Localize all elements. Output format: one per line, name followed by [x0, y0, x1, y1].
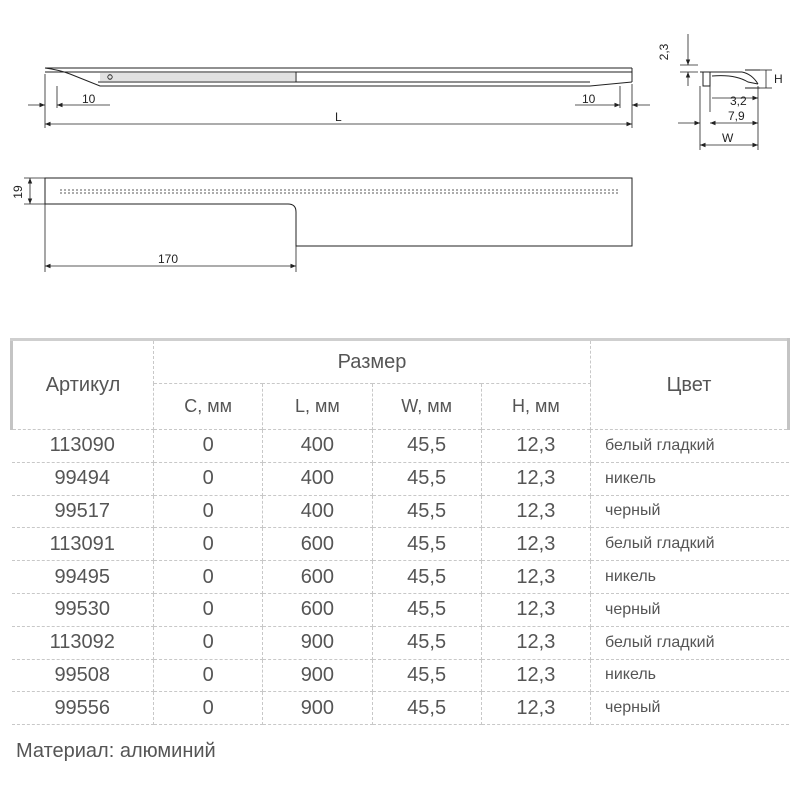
dim-L: L	[335, 110, 342, 124]
header-c: C, мм	[153, 383, 264, 430]
dim-10-right: 10	[582, 92, 596, 106]
cell-w: 45,5	[372, 593, 482, 627]
dim-170: 170	[158, 252, 178, 266]
cell-w: 45,5	[372, 429, 482, 463]
cell-color: никель	[590, 659, 789, 693]
profile-side-view	[44, 67, 633, 87]
cell-l: 400	[262, 429, 373, 463]
header-article: Артикул	[10, 338, 154, 430]
cell-article: 99495	[11, 560, 154, 594]
cell-c: 0	[153, 560, 264, 594]
cell-c: 0	[153, 691, 264, 726]
cell-l: 900	[262, 691, 373, 726]
header-h: H, мм	[511, 396, 560, 416]
technical-drawing: 10 10 L 2,3 H 3,2 7,9 W	[11, 34, 783, 272]
cell-w: 45,5	[372, 691, 482, 726]
cell-h: 12,3	[481, 626, 592, 660]
cell-l: 900	[262, 659, 373, 693]
cell-color: белый гладкий	[590, 626, 789, 660]
cell-h: 12,3	[481, 659, 592, 693]
cell-c: 0	[153, 462, 264, 496]
specs-table-header: Артикул Размер Цвет C, мм L, мм W, мм H,…	[10, 338, 790, 430]
cell-l: 400	[262, 462, 373, 496]
cell-l: 600	[262, 527, 373, 562]
cell-article: 113090	[11, 429, 154, 463]
cell-article: 113092	[11, 626, 154, 660]
cell-c: 0	[153, 626, 264, 660]
cell-h: 12,3	[481, 429, 592, 463]
header-w: W, мм	[372, 383, 482, 430]
dimension-lines-section	[678, 34, 772, 150]
dim-2-3: 2,3	[657, 43, 671, 60]
dim-10-left: 10	[82, 92, 96, 106]
specs-table: Артикул Размер Цвет C, мм L, мм W, мм H,…	[10, 338, 790, 726]
cell-article: 99556	[11, 691, 154, 726]
header-size: Размер	[153, 338, 591, 384]
header-color: Цвет	[590, 338, 790, 430]
cell-article: 113091	[11, 527, 154, 562]
cell-w: 45,5	[372, 462, 482, 496]
cell-c: 0	[153, 527, 264, 562]
cell-w: 45,5	[372, 495, 482, 529]
profile-top-view	[44, 177, 633, 247]
cell-color: черный	[590, 495, 789, 529]
cell-article: 99517	[11, 495, 154, 529]
dim-3-2: 3,2	[730, 94, 747, 108]
cell-h: 12,3	[481, 691, 592, 726]
cell-color: никель	[590, 560, 789, 594]
cell-h: 12,3	[481, 495, 592, 529]
dimension-lines-top	[28, 74, 650, 128]
cell-w: 45,5	[372, 560, 482, 594]
cell-color: черный	[590, 691, 789, 726]
dim-7-9: 7,9	[728, 109, 745, 123]
cell-color: белый гладкий	[590, 527, 789, 562]
cell-article: 99494	[11, 462, 154, 496]
cell-l: 400	[262, 495, 373, 529]
cell-w: 45,5	[372, 626, 482, 660]
cell-h: 12,3	[481, 462, 592, 496]
cell-h: 12,3	[481, 527, 592, 562]
dim-19: 19	[11, 185, 25, 199]
cell-l: 600	[262, 593, 373, 627]
cell-color: никель	[590, 462, 789, 496]
cell-c: 0	[153, 659, 264, 693]
cell-l: 600	[262, 560, 373, 594]
material-note: Материал: алюминий	[16, 740, 216, 762]
cell-article: 99508	[11, 659, 154, 693]
dim-W: W	[722, 131, 734, 145]
cell-color: черный	[590, 593, 789, 627]
cell-w: 45,5	[372, 527, 482, 562]
cell-c: 0	[153, 429, 264, 463]
cell-article: 99530	[11, 593, 154, 627]
profile-cross-section	[700, 69, 760, 89]
dimension-lines-plan	[24, 177, 297, 272]
cell-color: белый гладкий	[590, 429, 789, 463]
cell-w: 45,5	[372, 659, 482, 693]
cell-c: 0	[153, 593, 264, 627]
cell-h: 12,3	[481, 593, 592, 627]
dim-H: H	[774, 72, 783, 86]
cell-h: 12,3	[481, 560, 592, 594]
header-l: L, мм	[262, 383, 373, 430]
cell-l: 900	[262, 626, 373, 660]
cell-c: 0	[153, 495, 264, 529]
